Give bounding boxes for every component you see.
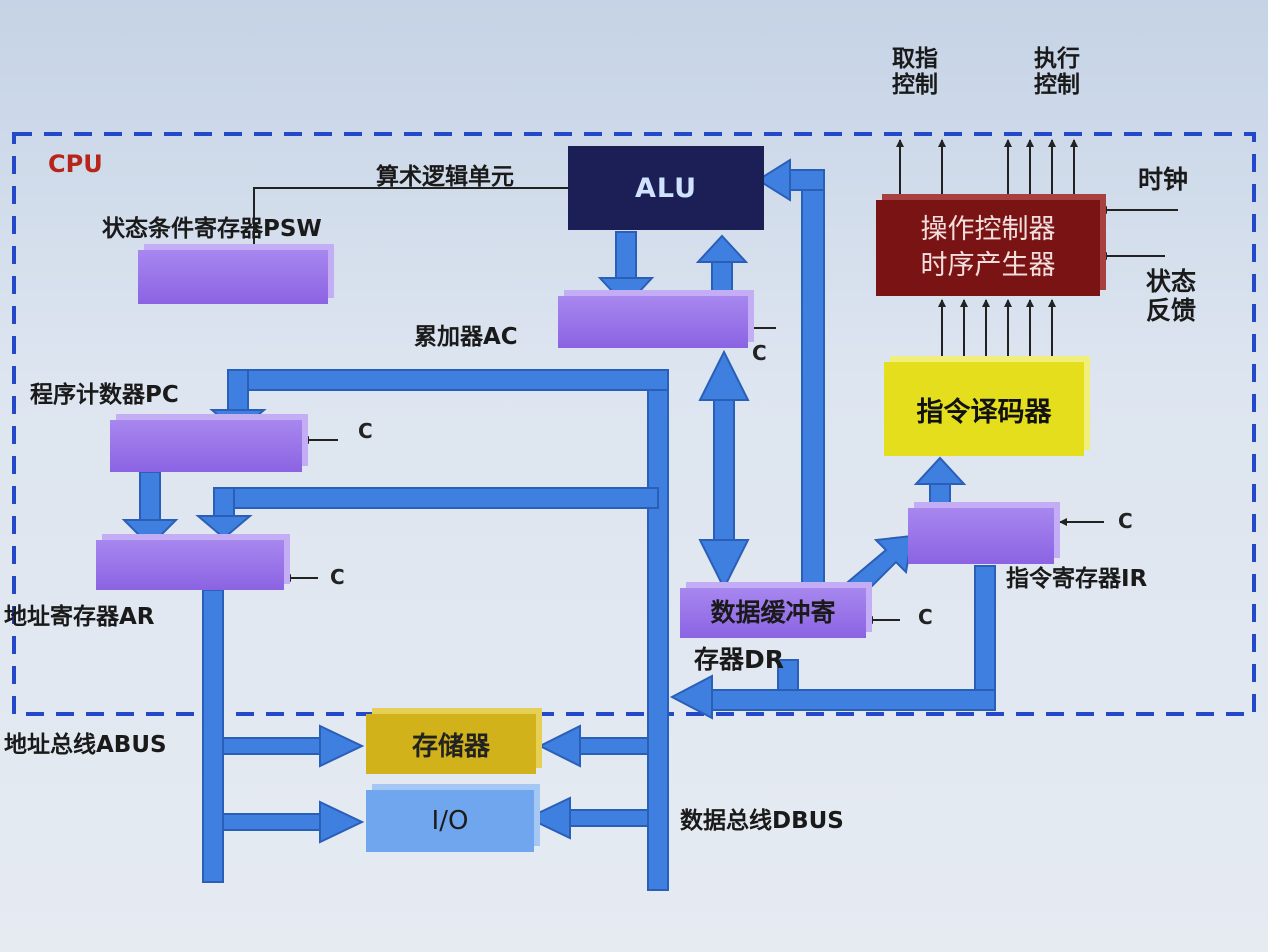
ir-label: 指令寄存器IR — [1006, 566, 1148, 592]
ac-dr-bidir-shaft — [713, 379, 735, 567]
controller-line1: 操作控制器 — [920, 213, 1056, 245]
exec-control-line1: 执行 — [1034, 46, 1080, 72]
bus-to-ar — [213, 487, 659, 509]
dr-c-label: C — [918, 605, 933, 629]
fetch-control-line2: 控制 — [892, 72, 938, 99]
cpu-boundary — [12, 132, 1256, 716]
pc-to-ar-head — [121, 519, 179, 548]
dr-to-alu-head — [756, 158, 791, 202]
ar-label: 地址寄存器AR — [4, 604, 155, 630]
status-feedback-label: 状态 反馈 — [1146, 267, 1197, 326]
dr-to-ir-arrow — [846, 534, 914, 598]
alu-unit-label: 算术逻辑单元 — [376, 164, 514, 190]
ac-to-alu-shaft — [711, 257, 733, 299]
alu-to-ac-head — [597, 277, 655, 308]
dbus-to-io-shaft — [567, 809, 649, 827]
alu-block: ALU — [568, 146, 764, 230]
arrow-into-pc-shaft — [227, 369, 249, 413]
decoder-block: 指令译码器 — [884, 362, 1084, 456]
dr-label-line2: 存器DR — [694, 645, 785, 674]
ac-register — [558, 296, 748, 348]
clock-label: 时钟 — [1138, 165, 1189, 194]
dr-label-line1: 数据缓冲寄 — [710, 597, 836, 627]
dr-connector — [777, 659, 799, 691]
alu-to-psw-line — [250, 187, 568, 263]
cpu-label: CPU — [48, 150, 103, 178]
pc-label: 程序计数器PC — [30, 382, 179, 408]
decoder-text: 指令译码器 — [916, 396, 1052, 428]
address-bus-vertical — [202, 589, 224, 883]
pc-register — [110, 420, 302, 472]
ir-return-head — [669, 674, 713, 720]
status-feedback-line1: 状态 — [1146, 267, 1197, 296]
psw-register — [138, 250, 328, 304]
ir-register — [908, 508, 1054, 564]
bus-to-pc — [229, 369, 669, 391]
dbus-to-memory-shaft — [577, 737, 649, 755]
ar-c-label: C — [330, 565, 345, 589]
abus-to-memory-head — [319, 724, 365, 768]
ac-c-label: C — [752, 341, 767, 365]
ac-label: 累加器AC — [414, 324, 518, 350]
ir-to-decoder-head — [913, 456, 967, 485]
fetch-control-line1: 取指 — [892, 46, 938, 72]
abus-label: 地址总线ABUS — [4, 732, 167, 758]
data-bus-vertical — [647, 374, 669, 891]
dbus-to-memory-head — [537, 724, 581, 768]
ac-dr-bidir-head-top — [698, 349, 750, 401]
pc-c-label: C — [358, 419, 373, 443]
dbus-to-io-head — [525, 796, 571, 840]
controller-line2: 时序产生器 — [920, 250, 1056, 281]
dbus-label: 数据总线DBUS — [680, 808, 844, 834]
fetch-control-label: 取指 控制 — [892, 46, 938, 99]
abus-to-memory-shaft — [222, 737, 324, 755]
exec-control-label: 执行 控制 — [1034, 46, 1080, 99]
alu-to-ac-shaft — [615, 231, 637, 281]
ir-c-label: C — [1118, 509, 1133, 533]
psw-label: 状态条件寄存器PSW — [102, 216, 322, 242]
abus-to-io-head — [319, 800, 365, 844]
arrow-into-ar-head — [195, 515, 253, 540]
memory-text: 存储器 — [411, 731, 490, 762]
dr-to-alu-vertical — [801, 169, 825, 591]
ar-register — [96, 540, 284, 590]
io-text: I/O — [431, 806, 469, 836]
memory-block: 存储器 — [366, 714, 536, 774]
exec-control-line2: 控制 — [1034, 72, 1080, 99]
controller-block: 操作控制器 时序产生器 — [876, 200, 1100, 296]
ac-dr-bidir-head-bottom — [698, 539, 750, 591]
io-block: I/O — [366, 790, 534, 852]
abus-to-io-shaft — [222, 813, 324, 831]
ir-return-vertical — [974, 565, 996, 711]
pc-to-ar-shaft — [139, 471, 161, 523]
ac-to-alu-head — [695, 234, 749, 263]
dr-register: 数据缓冲寄 — [680, 588, 866, 638]
alu-text: ALU — [634, 172, 698, 204]
status-feedback-line2: 反馈 — [1146, 295, 1197, 325]
ir-return-horizontal — [699, 689, 996, 711]
